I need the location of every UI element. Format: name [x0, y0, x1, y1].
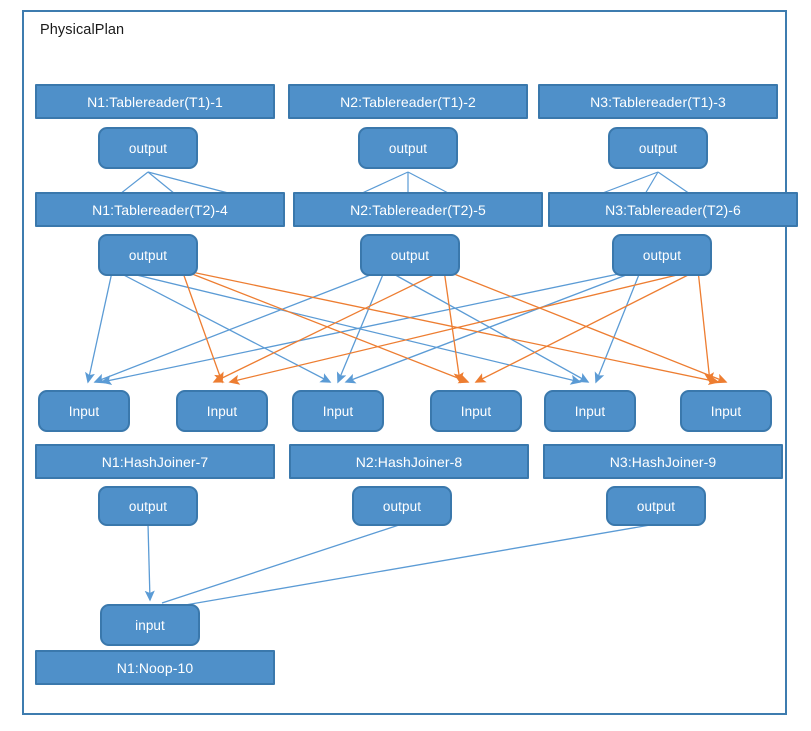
port-label: output [128, 498, 168, 514]
node-tablereader-t2-4[interactable]: N1:Tablereader(T2)-4 [35, 192, 285, 227]
port-input-joiner7-a[interactable]: Input [38, 390, 130, 432]
node-label: N1:Noop-10 [116, 659, 194, 676]
port-input-joiner9-a[interactable]: Input [544, 390, 636, 432]
port-input-noop[interactable]: input [100, 604, 200, 646]
node-tablereader-t1-2[interactable]: N2:Tablereader(T1)-2 [288, 84, 528, 119]
node-tablereader-t1-1[interactable]: N1:Tablereader(T1)-1 [35, 84, 275, 119]
node-noop-10[interactable]: N1:Noop-10 [35, 650, 275, 685]
node-label: N1:HashJoiner-7 [101, 453, 209, 470]
port-input-joiner7-b[interactable]: Input [176, 390, 268, 432]
node-tablereader-t2-6[interactable]: N3:Tablereader(T2)-6 [548, 192, 798, 227]
port-label: output [382, 498, 422, 514]
port-label: output [390, 247, 430, 263]
port-label: output [388, 140, 428, 156]
node-label: N1:Tablereader(T2)-4 [92, 201, 228, 218]
port-output-node2[interactable]: output [358, 127, 458, 169]
node-label: N2:Tablereader(T1)-2 [340, 93, 476, 110]
port-input-joiner9-b[interactable]: Input [680, 390, 772, 432]
port-label: Input [574, 403, 606, 419]
node-label: N3:Tablereader(T2)-6 [605, 201, 741, 218]
port-label: output [128, 247, 168, 263]
edges-t2-to-joiner-blue [85, 271, 641, 386]
port-label: Input [206, 403, 238, 419]
port-output-node4[interactable]: output [98, 234, 198, 276]
node-label: N2:HashJoiner-8 [355, 453, 463, 470]
edges-t1-to-t2 [119, 171, 691, 195]
node-hashjoiner-8[interactable]: N2:HashJoiner-8 [289, 444, 529, 479]
node-label: N1:Tablereader(T1)-1 [87, 93, 223, 110]
node-tablereader-t1-3[interactable]: N3:Tablereader(T1)-3 [538, 84, 778, 119]
node-hashjoiner-9[interactable]: N3:HashJoiner-9 [543, 444, 783, 479]
port-output-joiner7[interactable]: output [98, 486, 198, 526]
port-label: output [642, 247, 682, 263]
port-label: input [135, 617, 165, 633]
node-label: N3:Tablereader(T1)-3 [590, 93, 726, 110]
node-label: N3:HashJoiner-9 [609, 453, 717, 470]
port-output-node5[interactable]: output [360, 234, 460, 276]
port-label: Input [460, 403, 492, 419]
page-title: PhysicalPlan [40, 22, 125, 38]
port-input-joiner8-b[interactable]: Input [430, 390, 522, 432]
port-label: output [128, 140, 168, 156]
edges-t2-to-joiner-orange [181, 269, 728, 386]
port-label: output [638, 140, 678, 156]
edges-joiner-to-noop [144, 523, 657, 610]
port-label: Input [322, 403, 354, 419]
port-label: Input [710, 403, 742, 419]
node-label: N2:Tablereader(T2)-5 [350, 201, 486, 218]
port-output-joiner8[interactable]: output [352, 486, 452, 526]
port-output-joiner9[interactable]: output [606, 486, 706, 526]
port-label: output [636, 498, 676, 514]
port-output-node3[interactable]: output [608, 127, 708, 169]
node-tablereader-t2-5[interactable]: N2:Tablereader(T2)-5 [293, 192, 543, 227]
node-hashjoiner-7[interactable]: N1:HashJoiner-7 [35, 444, 275, 479]
port-input-joiner8-a[interactable]: Input [292, 390, 384, 432]
port-output-node1[interactable]: output [98, 127, 198, 169]
port-label: Input [68, 403, 100, 419]
port-output-node6[interactable]: output [612, 234, 712, 276]
